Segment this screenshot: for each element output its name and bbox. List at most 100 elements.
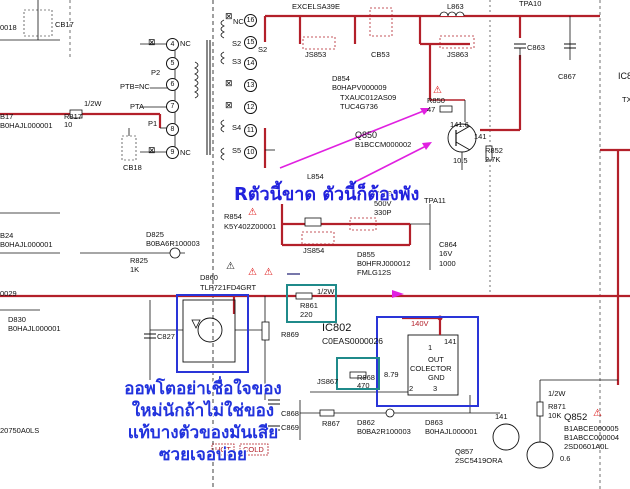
label-r850: R850 [427, 96, 445, 105]
l863-inductor [439, 11, 465, 17]
label-r854: R854 [224, 212, 242, 221]
warning-triangle-icon: ⚠ [433, 85, 442, 96]
q852-transistor [526, 441, 554, 469]
label-c864-v: 16V [439, 249, 453, 258]
label-s2-a: S2 [232, 39, 242, 48]
label-d018: 0018 [0, 23, 17, 32]
opto-annotation-line1: ออพโตอย่าเชื่อใจของ [124, 379, 282, 399]
label-ic-pin1: 1 [428, 343, 433, 352]
label-c859: C859 [374, 189, 392, 198]
pin-8: 8 [166, 123, 179, 136]
label-r867: R867 [322, 419, 340, 428]
label-js853: JS853 [305, 50, 327, 59]
label-q852-p3: 2SD0601A0L [564, 442, 609, 451]
cb18-dashed-box [121, 135, 137, 161]
label-c859-c: 330P [374, 208, 392, 217]
label-r852-val: 2.7K [485, 155, 501, 164]
opto-transistor [197, 317, 223, 343]
label-tpa10: TPA10 [519, 0, 542, 8]
label-ic-gnd: GND [428, 373, 445, 382]
pin-5: 5 [166, 57, 179, 70]
label-js867: JS867 [317, 377, 339, 386]
r850-body [439, 105, 453, 113]
label-cb53: CB53 [371, 50, 390, 59]
label-v879: 8.79 [384, 370, 399, 379]
label-q850-part: B1BCCM000002 [355, 140, 412, 149]
label-b17: B17 [0, 112, 14, 121]
r861-body [295, 292, 313, 300]
label-d863-part: B0HAJL000001 [425, 427, 478, 436]
hot-box [211, 443, 235, 456]
label-r854-part: K5Y402Z00001 [224, 222, 277, 231]
arrow-to-r852 [354, 144, 429, 183]
label-bottom-left-part: 20750A0LS [0, 426, 40, 435]
arrow-to-r850 [279, 109, 427, 169]
label-d029: 0029 [0, 289, 17, 298]
label-r868-val: 470 [357, 381, 370, 390]
nc-x-icon-1: ⊠ [148, 38, 156, 48]
pin-7: 7 [166, 100, 179, 113]
label-tx: TX [622, 95, 630, 104]
cb53-dashed-box [369, 7, 393, 37]
label-d863: D863 [425, 418, 443, 427]
label-q852: Q852 [564, 412, 588, 423]
label-q850-v3: 10.5 [453, 156, 468, 165]
label-r825-val: 1K [130, 265, 140, 274]
label-l854: L854 [307, 172, 324, 181]
r871-body [536, 401, 544, 417]
label-c864: C864 [439, 240, 457, 249]
js854-dashed-box [301, 231, 335, 245]
label-d855-p1: B0HFRJ000012 [357, 259, 411, 268]
label-ic-140v: 140V [411, 319, 429, 328]
label-s4: S4 [232, 123, 242, 132]
label-q850-v2: 141 [474, 132, 487, 141]
warning-triangle-icon: ⚠ [264, 267, 273, 278]
arrow-right-marker [392, 290, 404, 298]
label-nc-1: NC [180, 39, 191, 48]
pin-9: 9 [166, 146, 179, 159]
label-cold: COLD [243, 445, 264, 454]
label-d862-part: B0BA2R100003 [357, 427, 411, 436]
opto-annotation-line4: ซวยเจอบ่อย [159, 445, 247, 465]
label-tpa11: TPA11 [424, 196, 446, 205]
nc-x-icon-3: ⊠ [225, 12, 233, 22]
js853-dashed-box [302, 36, 336, 50]
pin-15: 15 [244, 36, 257, 49]
label-d825: D825 [146, 230, 164, 239]
label-ic802-part: C0EAS0000026 [322, 336, 383, 346]
label-nc-2: NC [180, 148, 191, 157]
label-q850: Q850 [355, 130, 378, 140]
d862-symbol [385, 408, 395, 418]
label-pta: PTA [130, 102, 145, 111]
pin-12: 12 [244, 101, 257, 114]
pin-14: 14 [244, 57, 257, 70]
ic802-highlight-box [376, 316, 479, 407]
label-r861-val: 220 [300, 310, 313, 319]
label-ic-pin3: 3 [433, 384, 438, 393]
label-r871-val: 10K [548, 411, 562, 420]
label-d862: D862 [357, 418, 375, 427]
opto-highlight-box [176, 294, 249, 373]
r868-highlight-box [336, 357, 380, 390]
label-d854-p3: TUC4G736 [340, 102, 378, 111]
label-s5: S5 [232, 146, 242, 155]
label-q857-part: 2SC5419ORA [455, 456, 503, 465]
label-r817-val: 10 [64, 120, 73, 129]
label-s2-b: S2 [258, 45, 268, 54]
label-c863: C863 [527, 43, 545, 52]
label-nc-3: NC [233, 17, 244, 26]
label-s3: S3 [232, 57, 242, 66]
label-q850-v1: 141.6 [450, 120, 469, 129]
label-r869: R869 [281, 330, 299, 339]
label-hot: HOT [215, 445, 231, 454]
label-cb18: CB18 [123, 163, 142, 172]
label-d855-p2: FMLG12S [357, 268, 392, 277]
label-r861: R861 [300, 301, 318, 310]
c859-dashed-box [349, 217, 377, 231]
pin-13: 13 [244, 79, 257, 92]
label-c868: C868 [281, 409, 299, 418]
label-r871: R871 [548, 402, 566, 411]
label-r852: R852 [485, 146, 503, 155]
